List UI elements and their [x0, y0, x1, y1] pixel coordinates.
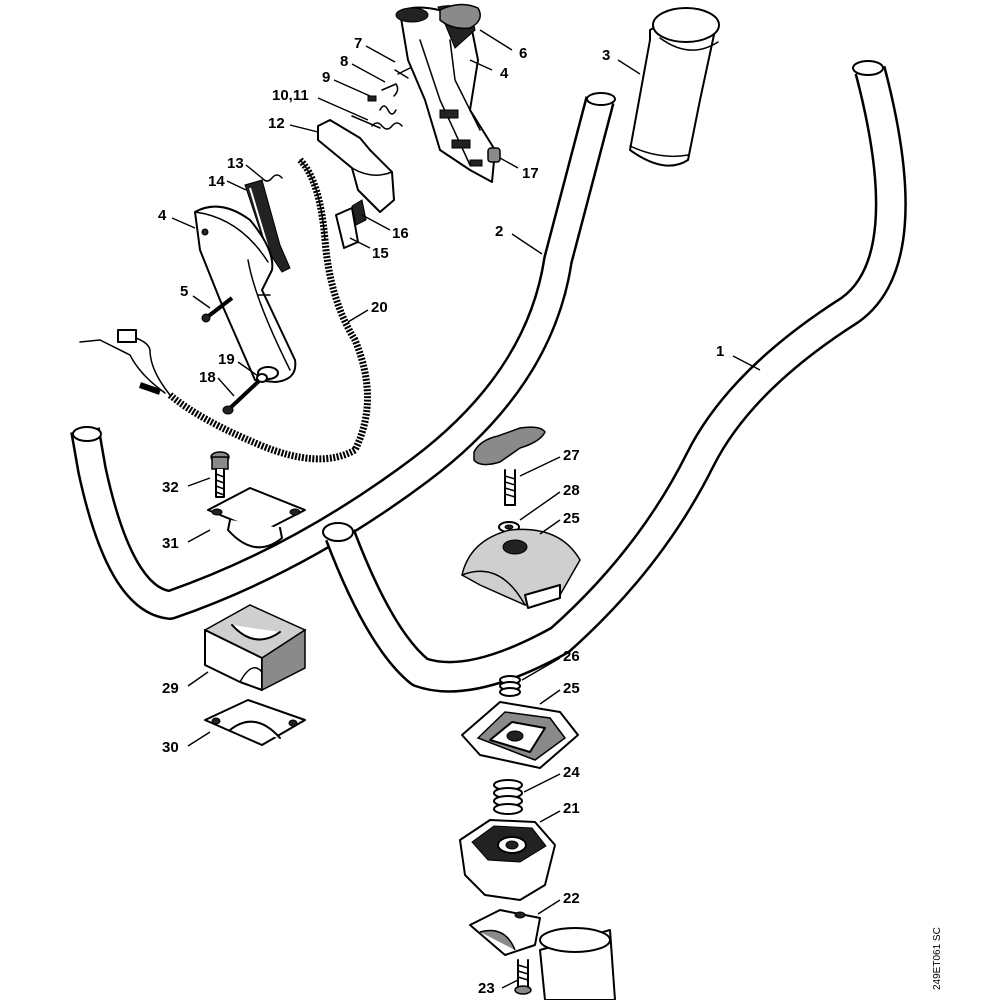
part-label-13: 13	[227, 155, 244, 172]
handlebar-tube-left	[70, 92, 616, 620]
part-label-16: 16	[392, 225, 409, 242]
clamp-cap	[461, 701, 579, 769]
part-label-20: 20	[371, 299, 388, 316]
part-number-labels: 1 2 3 4 4 5 6 7 8 9 10,11 12 13 14 15 16…	[158, 35, 724, 997]
drive-tube	[539, 927, 616, 1000]
part-label-1: 1	[716, 343, 724, 360]
sleeve	[487, 147, 501, 163]
screw	[201, 296, 234, 323]
small-springs	[351, 67, 411, 130]
handle-grip	[629, 7, 720, 167]
control-handle-housing-lower	[194, 205, 297, 383]
throttle-trigger	[317, 119, 395, 213]
part-label-25-upper: 25	[563, 510, 580, 527]
handlebar-tube-right	[322, 60, 907, 693]
screw	[210, 451, 230, 498]
drawing-code: 249ET061 SC	[932, 927, 943, 990]
clamp-base	[203, 604, 307, 692]
interlock-levers	[335, 199, 367, 249]
part-label-4-lower: 4	[158, 207, 167, 224]
part-label-2: 2	[495, 223, 503, 240]
clamp-cap	[461, 528, 581, 609]
part-label-27: 27	[563, 447, 580, 464]
leader-lines	[171, 29, 761, 989]
wing-screw	[473, 426, 546, 506]
screw-and-washer	[222, 373, 268, 415]
part-label-5: 5	[180, 283, 188, 300]
part-label-6: 6	[519, 45, 527, 62]
clamp-upper	[207, 487, 306, 549]
part-label-17: 17	[522, 165, 539, 182]
part-label-15: 15	[372, 245, 389, 262]
spring	[499, 675, 521, 697]
part-label-8: 8	[340, 53, 348, 70]
clamp-housing	[459, 819, 556, 901]
part-label-18: 18	[199, 369, 216, 386]
part-label-19: 19	[218, 351, 235, 368]
screw	[514, 959, 532, 995]
clamp-lower	[204, 699, 306, 746]
part-label-7: 7	[354, 35, 362, 52]
throttle-cable	[79, 157, 371, 463]
part-label-22: 22	[563, 890, 580, 907]
part-label-12: 12	[268, 115, 285, 132]
part-label-32: 32	[162, 479, 179, 496]
part-label-9: 9	[322, 69, 330, 86]
part-label-4-upper: 4	[500, 65, 509, 82]
spring	[493, 779, 523, 815]
part-label-31: 31	[162, 535, 179, 552]
part-label-30: 30	[162, 739, 179, 756]
part-label-14: 14	[208, 173, 225, 190]
part-label-25-lower: 25	[563, 680, 580, 697]
control-handle-housing-upper	[395, 5, 496, 183]
part-label-23: 23	[478, 980, 495, 997]
clamp-bracket	[469, 909, 541, 956]
knob	[439, 3, 481, 30]
part-label-21: 21	[563, 800, 580, 817]
part-label-26: 26	[563, 648, 580, 665]
part-label-10-11: 10,11	[272, 87, 309, 104]
part-label-28: 28	[563, 482, 580, 499]
part-label-3: 3	[602, 47, 610, 64]
part-label-24: 24	[563, 764, 580, 781]
part-label-29: 29	[162, 680, 179, 697]
